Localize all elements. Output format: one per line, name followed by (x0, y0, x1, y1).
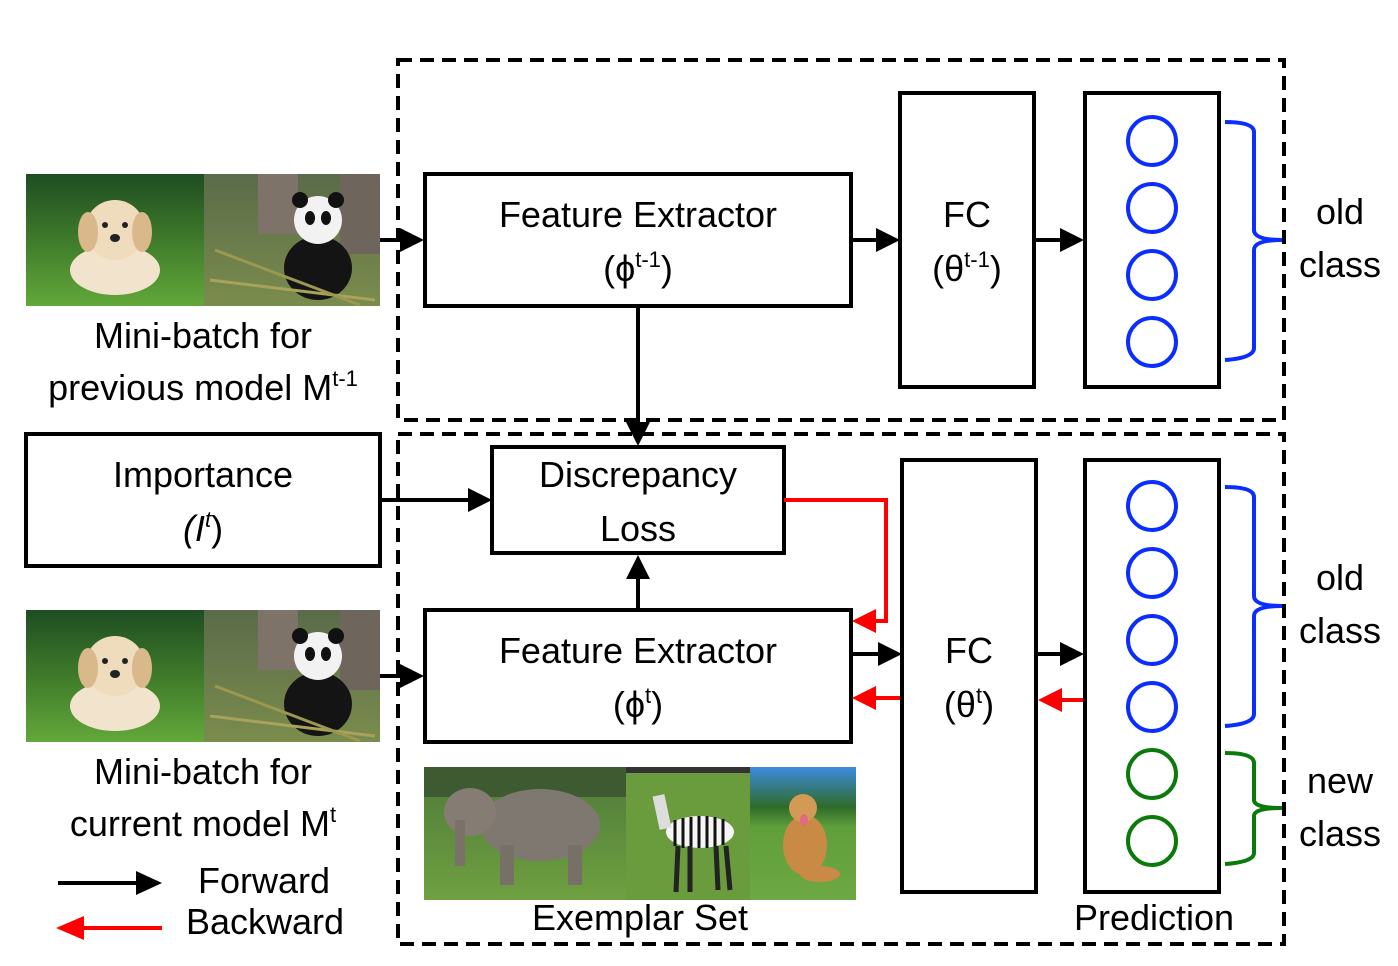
old-class-label-current-line2: class (1299, 610, 1381, 651)
new-class-node (1126, 815, 1178, 867)
current-output-layer: old class new class (1083, 458, 1381, 894)
current-minibatch-images (26, 610, 380, 743)
old-class-node (1126, 115, 1178, 167)
old-class-node (1126, 547, 1178, 599)
backward-arrow-loss-to-fe (784, 498, 888, 633)
forward-arrow-prev-fc-to-output (1034, 228, 1084, 252)
forward-arrow-prev-fe-to-fc (851, 228, 900, 252)
new-class-brace-current (1224, 751, 1283, 866)
forward-arrow-current-fc-to-output (1036, 642, 1084, 666)
old-class-node (1126, 681, 1178, 733)
discrepancy-loss-line2: Loss (600, 508, 676, 549)
forward-arrow-current-fe-to-fc (851, 642, 902, 666)
old-class-node (1126, 249, 1178, 301)
legend-forward-label: Forward (198, 860, 330, 901)
forward-arrow-importance-to-loss (380, 488, 492, 512)
puppy-photo (26, 174, 204, 306)
fc-current-title: FC (945, 630, 993, 671)
forward-arrow-input-to-prev-fe (380, 228, 424, 252)
puppy-photo (26, 610, 204, 742)
current-minibatch-caption-line1: Mini-batch for (94, 751, 312, 792)
legend-backward-arrow (56, 916, 162, 940)
forward-arrow-fe-to-loss (626, 555, 650, 610)
legend: Forward Backward (56, 860, 344, 942)
fc-prev-title: FC (943, 194, 991, 235)
old-class-label-current-line1: old (1316, 557, 1364, 598)
new-class-label-line2: class (1299, 813, 1381, 854)
elephant-photo (424, 767, 626, 900)
forward-arrow-prev-fe-to-loss (626, 306, 650, 446)
forward-arrow-input-to-current-fe (380, 664, 424, 688)
previous-minibatch-caption-line2: previous model Mt-1 (48, 366, 358, 408)
old-class-node (1126, 480, 1178, 532)
feature-extractor-current-title: Feature Extractor (499, 630, 777, 671)
old-class-node (1126, 316, 1178, 368)
new-class-label-line1: new (1307, 760, 1374, 801)
backward-arrow-output-to-fc (1038, 688, 1085, 712)
importance-box[interactable]: Importance (It) (24, 432, 382, 568)
fc-prev[interactable]: FC (θt-1) (898, 91, 1036, 389)
prev-output-layer: old class (1083, 91, 1381, 389)
fc-current[interactable]: FC (θt) (900, 458, 1038, 894)
previous-minibatch-caption-line1: Mini-batch for (94, 315, 312, 356)
old-class-label-prev-line2: class (1299, 244, 1381, 285)
importance-title: Importance (113, 454, 293, 495)
new-class-node (1126, 748, 1178, 800)
backward-arrow-fc-to-fe (852, 686, 902, 710)
fc-current-param: (θt) (944, 683, 994, 725)
old-class-node (1126, 182, 1178, 234)
feature-extractor-current[interactable]: Feature Extractor (ϕt) (423, 608, 853, 744)
fc-prev-param: (θt-1) (932, 247, 1002, 289)
current-minibatch-caption-line2: current model Mt (70, 802, 336, 844)
exemplar-set-images (424, 767, 856, 900)
discrepancy-loss-line1: Discrepancy (539, 454, 737, 495)
old-class-node (1126, 614, 1178, 666)
current-model-group (396, 432, 1286, 946)
old-class-brace-prev (1224, 120, 1283, 362)
discrepancy-loss-box[interactable]: Discrepancy Loss (490, 445, 786, 555)
old-class-brace-current (1224, 485, 1283, 728)
old-class-label-prev-line1: old (1316, 191, 1364, 232)
feature-extractor-prev[interactable]: Feature Extractor (ϕt-1) (423, 172, 853, 308)
legend-forward-arrow (58, 871, 162, 895)
prediction-label: Prediction (1074, 897, 1234, 938)
feature-extractor-prev-title: Feature Extractor (499, 194, 777, 235)
exemplar-set-label: Exemplar Set (532, 897, 748, 938)
previous-minibatch-images (26, 174, 380, 307)
legend-backward-label: Backward (186, 901, 344, 942)
importance-param: (It) (183, 507, 223, 549)
panda-photo (204, 610, 380, 743)
feature-extractor-current-param: (ϕt) (613, 683, 663, 725)
panda-photo (204, 174, 380, 307)
zebra-photo (626, 767, 750, 900)
feature-extractor-prev-param: (ϕt-1) (603, 247, 673, 289)
golden-retriever-photo (750, 767, 856, 900)
